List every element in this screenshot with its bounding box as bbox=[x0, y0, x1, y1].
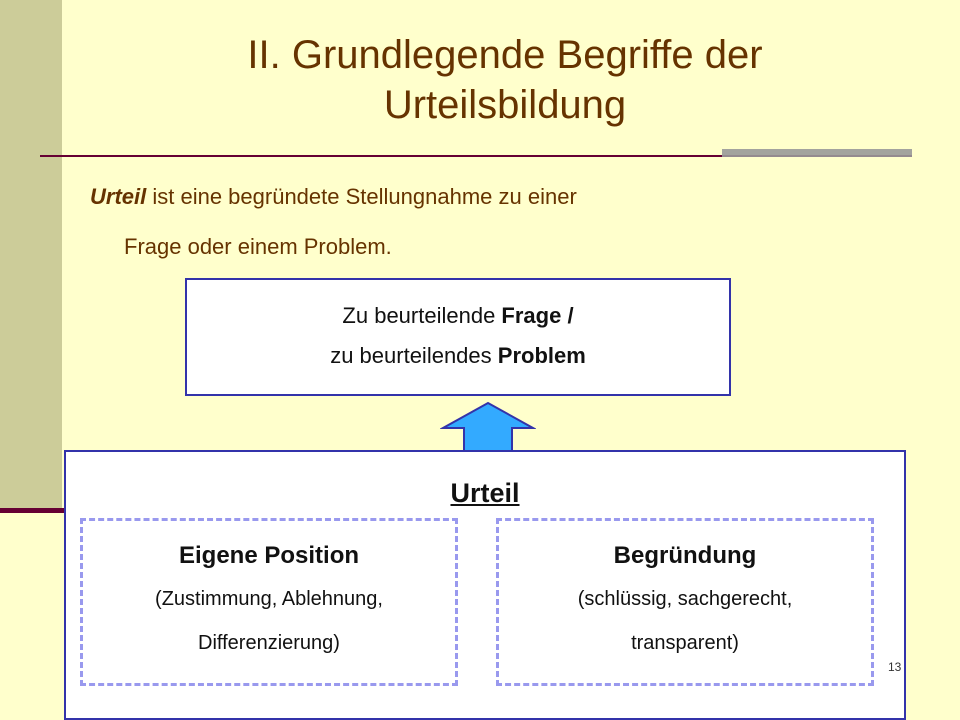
judgement-title: Urteil bbox=[450, 478, 520, 508]
page-number: 13 bbox=[888, 660, 902, 674]
question-box: Zu beurteilende Frage / zu beurteilendes… bbox=[185, 278, 731, 396]
own-position-heading: Eigene Position bbox=[178, 542, 360, 569]
justification-heading: Begründung bbox=[613, 542, 757, 569]
title-line-1: II. Grundlegende Begriffe der bbox=[247, 33, 763, 77]
title-divider-accent bbox=[722, 149, 912, 157]
intro-definition: Urteil ist eine begründete Stellungnahme… bbox=[90, 172, 850, 272]
question-line-1-bold: Frage / bbox=[501, 303, 574, 328]
question-line-2-prefix: zu beurteilendes bbox=[330, 343, 498, 368]
own-position-line-2: Differenzierung) bbox=[198, 632, 340, 654]
question-line-1: Zu beurteilende Frage / bbox=[187, 296, 729, 336]
title-line-2: Urteilsbildung bbox=[383, 83, 627, 127]
intro-text-1: ist eine begründete Stellungnahme zu ein… bbox=[146, 184, 577, 209]
justification-line-1: (schlüssig, sachgerecht, bbox=[577, 588, 793, 610]
question-line-1-prefix: Zu beurteilende bbox=[342, 303, 502, 328]
title-divider bbox=[40, 155, 912, 157]
justification-line-2: transparent) bbox=[631, 632, 739, 654]
justification-box: Begründung (schlüssig, sachgerecht, tran… bbox=[496, 518, 874, 686]
judgement-box: Urteil Eigene Position (Zustimmung, Able… bbox=[64, 450, 906, 720]
own-position-box: Eigene Position (Zustimmung, Ablehnung, … bbox=[80, 518, 458, 686]
slide-title: II. Grundlegende Begriffe der Urteilsbil… bbox=[90, 30, 920, 130]
question-line-2: zu beurteilendes Problem bbox=[187, 336, 729, 376]
left-decor-bar bbox=[0, 0, 62, 512]
intro-term: Urteil bbox=[90, 184, 147, 209]
question-line-2-bold: Problem bbox=[497, 343, 586, 368]
justification-text: (schlüssig, sachgerecht, transparent) bbox=[499, 577, 871, 665]
own-position-line-1: (Zustimmung, Ablehnung, bbox=[155, 588, 383, 610]
own-position-text: (Zustimmung, Ablehnung, Differenzierung) bbox=[83, 577, 455, 665]
intro-text-2: Frage oder einem Problem. bbox=[124, 234, 392, 259]
left-decor-line bbox=[0, 508, 68, 513]
